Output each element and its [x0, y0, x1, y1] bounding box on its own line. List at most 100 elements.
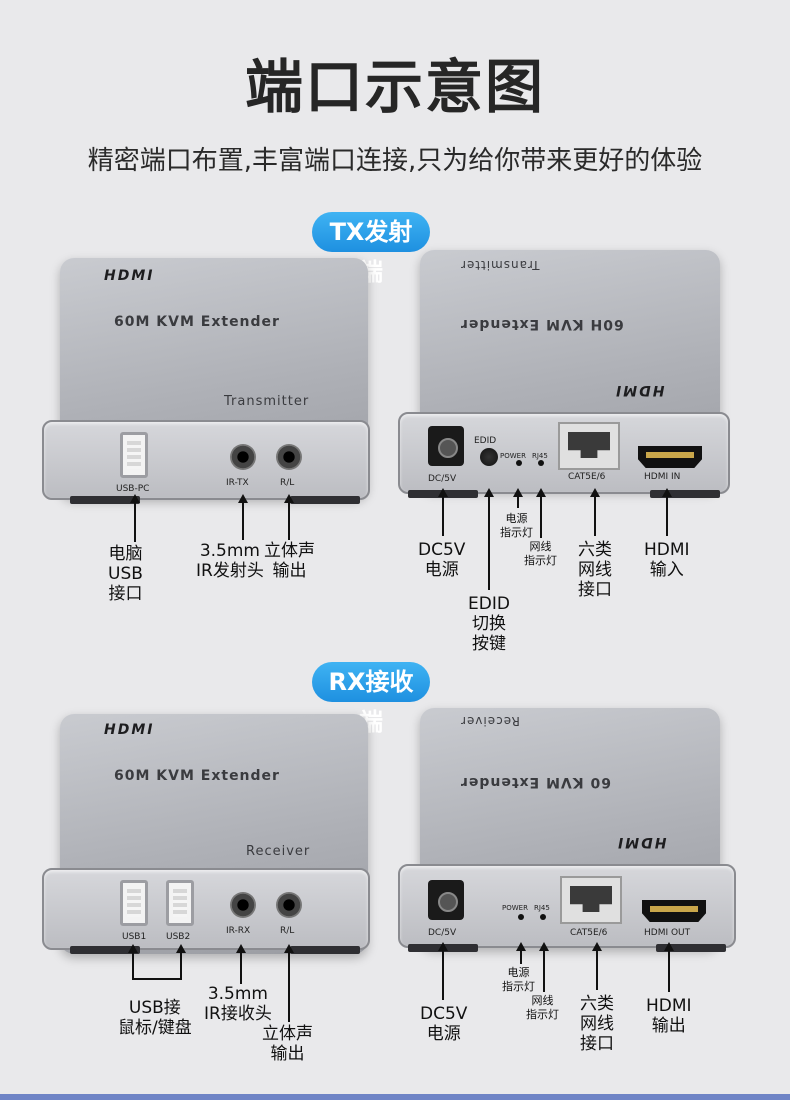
arrow-icon — [484, 488, 494, 497]
hdmi-port-icon — [642, 900, 706, 922]
port-label: DC/5V — [428, 474, 457, 484]
leader-line — [520, 948, 522, 964]
bottom-strip — [0, 1094, 790, 1100]
arrow-icon — [238, 494, 248, 503]
dc-power-port-icon — [428, 426, 464, 466]
arrow-icon — [662, 488, 672, 497]
arrow-icon — [590, 488, 600, 497]
port-label: EDID — [474, 436, 497, 446]
role-label: Transmitter — [460, 258, 540, 272]
device-foot — [650, 490, 720, 498]
annotation-dc: DC5V 电源 — [420, 1004, 468, 1044]
audio-jack-icon — [230, 892, 256, 918]
hdmi-logo: HDMI — [614, 382, 665, 398]
annotation-rj45-led: 网线 指示灯 — [524, 540, 557, 567]
hdmi-logo: HDMI — [104, 722, 155, 738]
annotation-hdmi-out: HDMI 输出 — [646, 996, 692, 1036]
edid-button-icon — [480, 448, 498, 466]
usb-port-icon — [120, 432, 148, 478]
annotation-audio: 立体声 输出 — [264, 541, 315, 581]
rj45-led-icon — [538, 460, 544, 466]
port-label: POWER — [500, 452, 526, 460]
port-label: IR-TX — [226, 478, 249, 488]
leader-line — [488, 494, 490, 590]
leader-line — [180, 950, 182, 980]
arrow-icon — [128, 944, 138, 953]
rx-left-front-panel: USB1 USB2 IR-RX R/L — [42, 868, 370, 950]
rj45-port-icon — [560, 876, 622, 924]
device-foot — [656, 944, 726, 952]
port-label: RJ45 — [532, 452, 548, 460]
power-led-icon — [518, 914, 524, 920]
rx-right-rear-panel: DC/5V POWER RJ45 CAT5E/6 HDMI OUT — [398, 864, 736, 948]
model-label: 60M KVM Extender — [114, 768, 280, 784]
arrow-icon — [130, 494, 140, 503]
port-label: CAT5E/6 — [568, 472, 606, 482]
rj45-led-icon — [540, 914, 546, 920]
hdmi-port-icon — [638, 446, 702, 468]
audio-jack-icon — [230, 444, 256, 470]
arrow-icon — [513, 488, 523, 497]
tx-right-rear-panel: DC/5V EDID POWER RJ45 CAT5E/6 HDMI IN — [398, 412, 730, 494]
role-label: Transmitter — [224, 394, 310, 409]
annotation-dc: DC5V 电源 — [418, 540, 466, 580]
leader-line — [288, 500, 290, 540]
arrow-icon — [236, 944, 246, 953]
annotation-rj45-led: 网线 指示灯 — [526, 994, 559, 1021]
port-label: USB1 — [122, 932, 147, 942]
device-foot — [290, 946, 360, 954]
leader-line — [666, 494, 668, 536]
model-label: 60H KVM Extender — [460, 316, 624, 332]
leader-line — [242, 500, 244, 540]
leader-line — [288, 950, 290, 1022]
annotation-power-led: 电源 指示灯 — [502, 966, 535, 993]
dc-power-port-icon — [428, 880, 464, 920]
leader-line — [134, 500, 136, 542]
usb-port-icon — [120, 880, 148, 926]
leader-line — [543, 948, 545, 992]
model-label: 60M KVM Extender — [114, 314, 280, 330]
annotation-audio: 立体声 输出 — [262, 1024, 313, 1064]
page-title: 端口示意图 — [244, 53, 545, 121]
hdmi-logo: HDMI — [616, 834, 667, 850]
leader-line — [442, 948, 444, 1000]
device-foot — [70, 496, 140, 504]
port-label: CAT5E/6 — [570, 928, 608, 938]
power-led-icon — [516, 460, 522, 466]
arrow-icon — [284, 494, 294, 503]
arrow-icon — [592, 942, 602, 951]
leader-line — [132, 950, 134, 980]
usb-port-icon — [166, 880, 194, 926]
port-label: HDMI IN — [644, 472, 681, 482]
leader-line — [594, 494, 596, 536]
annotation-ir-rx: 3.5mm IR接收头 — [204, 984, 272, 1024]
port-label: RJ45 — [534, 904, 550, 912]
port-label: R/L — [280, 926, 295, 936]
leader-line — [240, 950, 242, 984]
tx-left-front-panel: USB-PC IR-TX R/L — [42, 420, 370, 500]
port-label: USB2 — [166, 932, 191, 942]
arrow-icon — [664, 942, 674, 951]
arrow-icon — [438, 942, 448, 951]
annotation-ir-tx: 3.5mm IR发射头 — [196, 541, 264, 581]
page-subtitle: 精密端口布置,丰富端口连接,只为给你带来更好的体验 — [87, 146, 703, 176]
hdmi-logo: HDMI — [104, 268, 155, 284]
arrow-icon — [176, 944, 186, 953]
role-label: Receiver — [246, 844, 311, 859]
annotation-edid: EDID 切换 按键 — [468, 594, 510, 654]
model-label: 60 KVM Extender — [460, 774, 612, 790]
arrow-icon — [284, 944, 294, 953]
annotation-hdmi-in: HDMI 输入 — [644, 540, 690, 580]
rx-section-badge: RX接收端 — [312, 662, 430, 736]
tx-section-badge: TX发射端 — [312, 212, 430, 286]
annotation-rj45: 六类 网线 接口 — [580, 994, 614, 1054]
arrow-icon — [516, 942, 526, 951]
annotation-usb: USB接 鼠标/键盘 — [118, 998, 192, 1038]
port-label: IR-RX — [226, 926, 251, 936]
leader-line — [132, 978, 182, 980]
annotation-rj45: 六类 网线 接口 — [578, 540, 612, 600]
arrow-icon — [438, 488, 448, 497]
leader-line — [442, 494, 444, 536]
role-label: Receiver — [460, 714, 520, 728]
leader-line — [668, 948, 670, 992]
